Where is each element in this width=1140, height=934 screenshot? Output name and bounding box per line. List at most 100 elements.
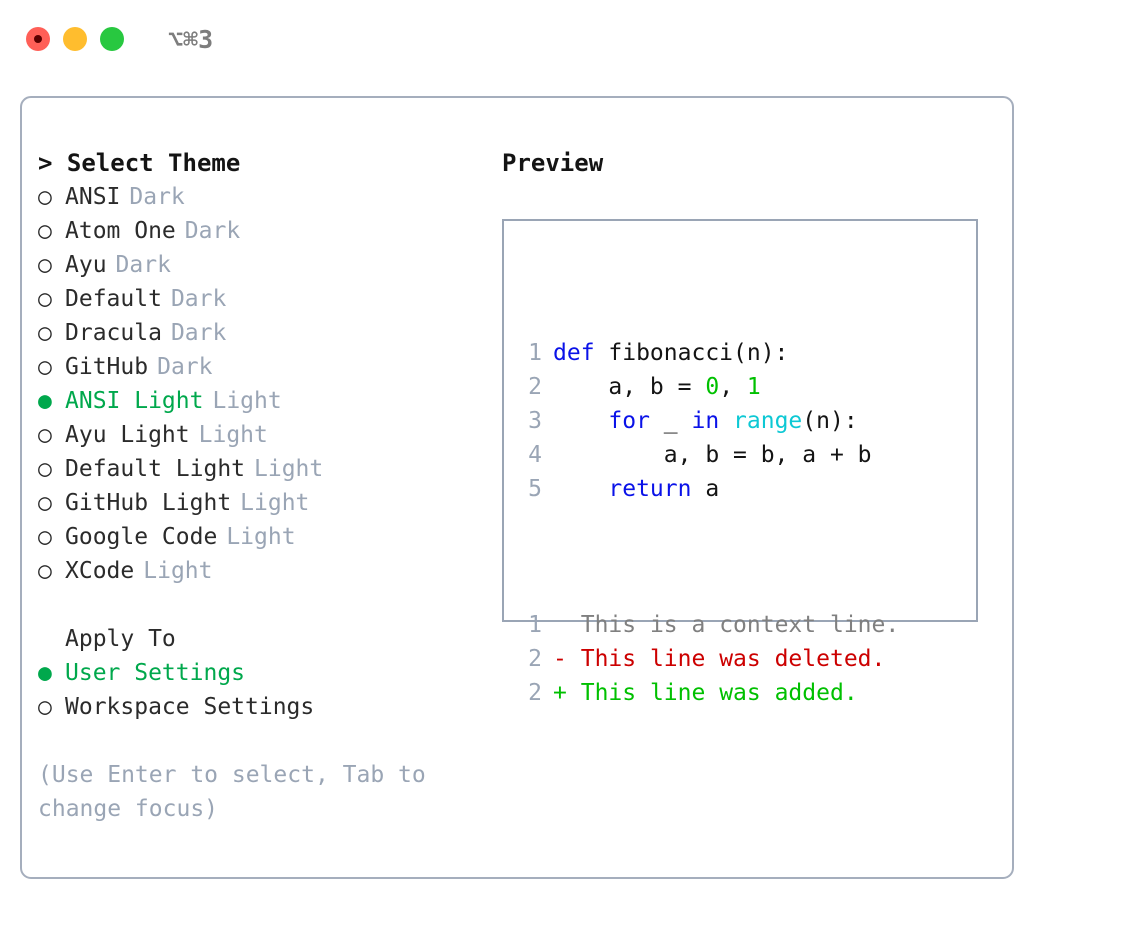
theme-option-label: GitHub (65, 354, 149, 380)
code-line: 1 def fibonacci(n): (518, 336, 899, 370)
preview-column: Preview 1 def fibonacci(n):2 a, b = 0, 1… (502, 146, 992, 706)
code-line-number: 4 (528, 442, 542, 468)
theme-option-label: Default (65, 286, 162, 312)
theme-option-label: Dracula (65, 320, 162, 346)
diff-gutter-space (542, 642, 553, 676)
code-token-plain: a (691, 476, 720, 502)
code-token-plain: _ (649, 408, 692, 434)
theme-option-category: Light (212, 388, 282, 414)
window-controls (26, 27, 124, 51)
theme-option-category: Dark (170, 286, 227, 312)
diff-line-number: 2 (528, 646, 542, 672)
radio-selected-icon: ● (38, 660, 52, 686)
radio-unselected-icon: ○ (38, 218, 52, 244)
radio-unselected-icon: ○ (38, 286, 52, 312)
theme-option-label: ANSI Light (65, 388, 204, 414)
code-gutter-space (542, 472, 553, 506)
select-theme-heading: > Select Theme (38, 149, 241, 177)
code-line-number: 3 (528, 408, 542, 434)
diff-sign (553, 612, 567, 638)
radio-unselected-icon: ○ (38, 354, 52, 380)
diff-sign-space (567, 680, 581, 706)
code-token-plain: (n): (802, 408, 858, 434)
window-titlebar: ⌥⌘3 (0, 0, 1140, 78)
radio-unselected-icon: ○ (38, 422, 52, 448)
diff-line-ctx: 1 This is a context line. (518, 608, 899, 642)
maximize-button[interactable] (100, 27, 124, 51)
theme-option-label: Ayu (65, 252, 107, 278)
code-line-number: 5 (528, 476, 542, 502)
theme-option-category: Dark (157, 354, 213, 380)
theme-option-category: Light (254, 456, 324, 482)
minimize-button[interactable] (63, 27, 87, 51)
diff-sign-space (567, 612, 581, 638)
code-gutter-space (542, 404, 553, 438)
code-token-plain: a, b = (553, 374, 706, 400)
code-token-fn: range (733, 408, 803, 434)
radio-unselected-icon: ○ (38, 184, 52, 210)
diff-gutter-space (542, 608, 553, 642)
theme-option-label: XCode (65, 558, 135, 584)
code-token-num: 1 (746, 374, 761, 400)
diff-line-text: This line was deleted. (580, 646, 886, 672)
theme-option-label: Atom One (65, 218, 176, 244)
apply-to-list: ● User Settings ○Workspace Settings (38, 656, 478, 724)
theme-option-default-light[interactable]: ○ Default Light Light (38, 452, 478, 486)
theme-option-ansi-light[interactable]: ● ANSI Light Light (38, 384, 478, 418)
code-line-number: 2 (528, 374, 542, 400)
theme-option-default[interactable]: ○ Default Dark (38, 282, 478, 316)
apply-to-option-label: Workspace Settings (65, 694, 315, 720)
code-line: 3 for _ in range(n): (518, 404, 899, 438)
code-token-kw: in (691, 408, 720, 434)
keyboard-hint-text: (Use Enter to select, Tab to change focu… (38, 762, 426, 822)
radio-unselected-icon: ○ (38, 558, 52, 584)
theme-option-category: Dark (129, 184, 185, 210)
theme-option-label: Default Light (65, 456, 246, 482)
code-gutter-space (542, 336, 553, 370)
radio-selected-icon: ● (38, 388, 52, 414)
radio-unselected-icon: ○ (38, 490, 52, 516)
theme-option-category: Dark (184, 218, 241, 244)
diff-line-number: 1 (528, 612, 542, 638)
keyboard-shortcut-label: ⌥⌘3 (168, 24, 214, 54)
theme-option-category: Dark (115, 252, 171, 278)
apply-to-option-label: User Settings (65, 660, 246, 686)
code-token-num: 0 (705, 374, 720, 400)
theme-option-ayu[interactable]: ○ Ayu Dark (38, 248, 478, 282)
theme-option-label: GitHub Light (65, 490, 232, 516)
theme-option-label: Google Code (65, 524, 218, 550)
theme-option-category: Light (240, 490, 310, 516)
code-line: 2 a, b = 0, 1 (518, 370, 899, 404)
code-token-kw: for (608, 408, 650, 434)
diff-line-text: This line was added. (580, 680, 858, 706)
close-button[interactable] (26, 27, 50, 51)
code-line-number: 1 (528, 340, 542, 366)
theme-option-atom-one[interactable]: ○ Atom One Dark (38, 214, 478, 248)
code-token-plain: , (719, 374, 747, 400)
radio-unselected-icon: ○ (38, 456, 52, 482)
radio-unselected-icon: ○ (38, 252, 52, 278)
diff-line-del: 2 - This line was deleted. (518, 642, 899, 676)
apply-to-heading: Apply To (65, 626, 176, 652)
apply-to-option-user-settings[interactable]: ● User Settings (38, 656, 478, 690)
theme-option-github[interactable]: ○ GitHub Dark (38, 350, 478, 384)
diff-line-text: This is a context line. (580, 612, 900, 638)
theme-option-category: Light (198, 422, 268, 448)
theme-option-github-light[interactable]: ○ GitHub Light Light (38, 486, 478, 520)
code-gutter-space (542, 370, 553, 404)
apply-to-option-workspace-settings[interactable]: ○Workspace Settings (38, 690, 478, 724)
radio-unselected-icon: ○ (38, 320, 52, 346)
code-token-kw: def (553, 340, 595, 366)
code-line: 4 a, b = b, a + b (518, 438, 899, 472)
